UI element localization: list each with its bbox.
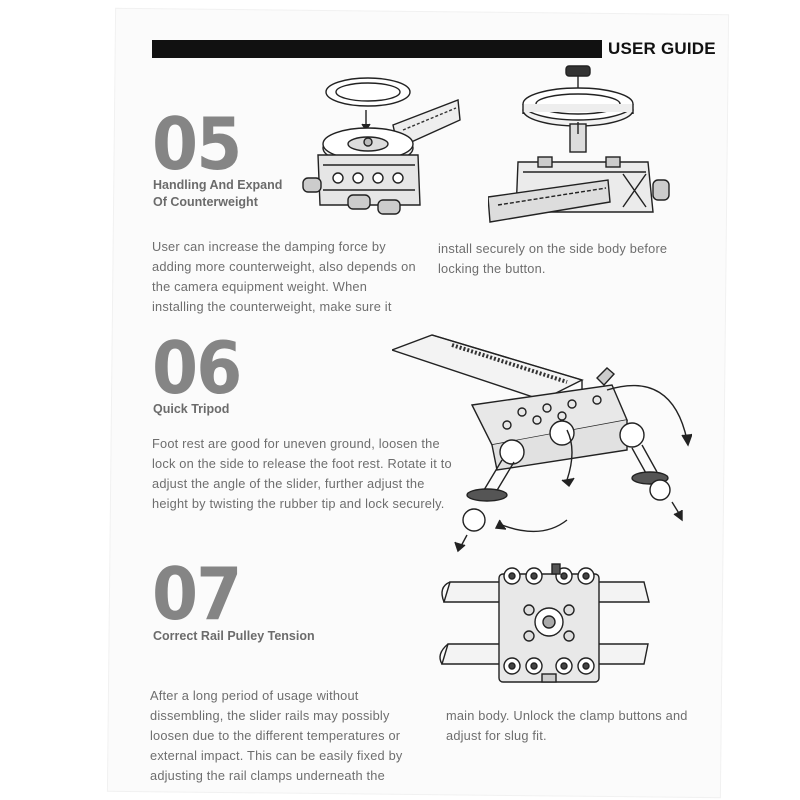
step-07-text-left: After a long period of usage without dis… [150,686,403,786]
text-line: external impact. This can be easily fixe… [150,748,403,763]
counterweight-side-illustration [488,65,670,223]
text-line: Foot rest are good for uneven ground, lo… [152,436,440,451]
text-line: install securely on the side body before [438,241,668,256]
text-line: height by twisting the rubber tip and lo… [152,496,445,511]
step-number-06: 06 [152,326,242,410]
rail-clamp-illustration [439,563,650,683]
step-title-line: Of Counterweight [153,195,258,209]
step-07-text-right: main body. Unlock the clamp buttons and … [446,706,688,746]
text-line: dissembling, the slider rails may possib… [150,708,390,723]
step-title-line: Handling And Expand [153,178,283,192]
text-line: main body. Unlock the clamp buttons and [446,708,688,723]
text-line: adding more counterweight, also depends … [152,259,416,274]
step-number-07: 07 [152,552,242,636]
step-title-line: Quick Tripod [153,402,230,416]
step-title-06: Quick Tripod [153,401,229,418]
text-line: loosen due to the different temperatures… [150,728,401,743]
step-05-text-left: User can increase the damping force by a… [152,237,416,317]
tripod-foot-illustration [392,334,692,553]
step-06-text: Foot rest are good for uneven ground, lo… [152,434,452,514]
header-bar [152,40,602,58]
text-line: adjust the angle of the slider, further … [152,476,425,491]
text-line: User can increase the damping force by [152,239,386,254]
page-title: USER GUIDE [608,39,716,58]
text-line: adjusting the rail clamps underneath the [150,768,385,783]
step-05-text-right: install securely on the side body before… [438,239,667,279]
step-title-line: Correct Rail Pulley Tension [153,629,315,643]
step-title-07: Correct Rail Pulley Tension [153,628,315,645]
text-line: adjust for slug fit. [446,728,547,743]
text-line: the camera equipment weight. When [152,279,368,294]
step-title-05: Handling And Expand Of Counterweight [153,177,282,211]
step-number-05: 05 [152,102,242,186]
text-line: locking the button. [438,261,546,276]
text-line: installing the counterweight, make sure … [152,299,392,314]
text-line: lock on the side to release the foot res… [152,456,452,471]
counterweight-install-illustration [302,77,461,215]
text-line: After a long period of usage without [150,688,359,703]
